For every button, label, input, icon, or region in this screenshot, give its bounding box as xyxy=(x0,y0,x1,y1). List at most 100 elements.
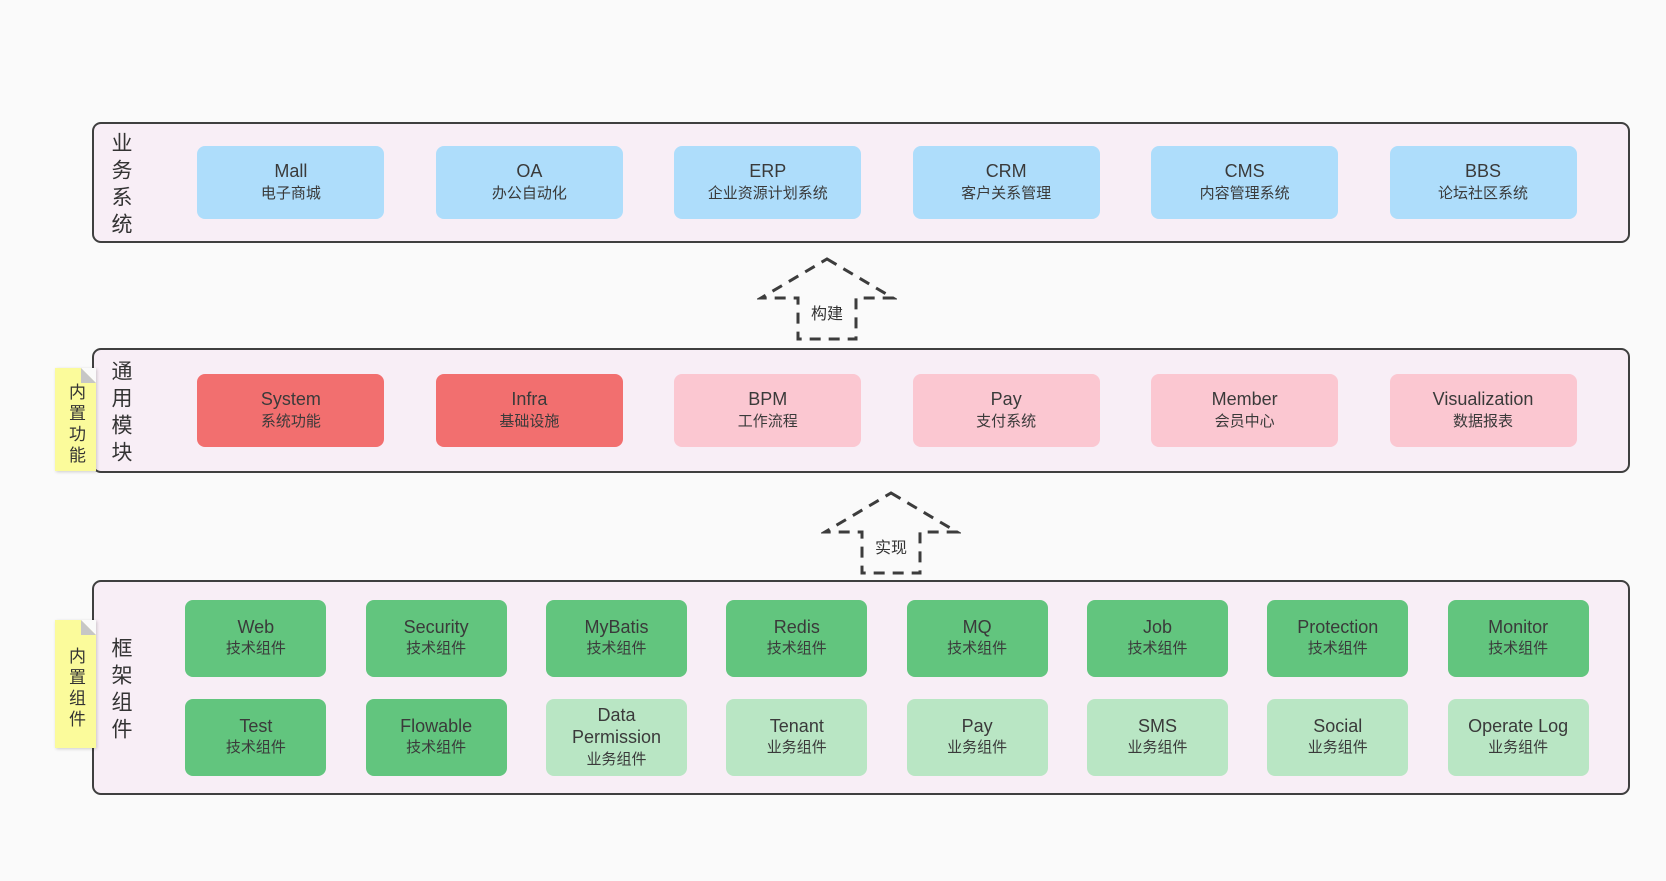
box-security: Security 技术组件 xyxy=(365,599,507,677)
box-title: Mall xyxy=(274,161,308,182)
box-title: MQ xyxy=(962,616,992,637)
box-oa: OA 办公自动化 xyxy=(435,146,623,219)
box-monitor: Monitor 技术组件 xyxy=(1447,599,1589,677)
box-subtitle: 技术组件 xyxy=(586,640,647,658)
band-row: Mall 电子商城 OA 办公自动化 ERP 企业资源计划系统 CRM 客户关系… xyxy=(146,146,1628,219)
box-subtitle: 系统功能 xyxy=(260,412,321,430)
box-subtitle: 支付系统 xyxy=(976,412,1037,430)
box-subtitle: 业务组件 xyxy=(1127,739,1188,757)
box-mybatis: MyBatis 技术组件 xyxy=(545,599,687,677)
box-subtitle: 技术组件 xyxy=(947,640,1008,658)
box-mq: MQ 技术组件 xyxy=(906,599,1048,677)
box-subtitle: 工作流程 xyxy=(737,412,798,430)
band-framework-components: 框架组件 Web 技术组件 Security 技术组件 MyBatis 技术组件… xyxy=(92,580,1630,795)
box-subtitle: 技术组件 xyxy=(225,739,286,757)
box-title: Data Permission xyxy=(571,704,661,748)
dashed-up-arrow-icon xyxy=(757,257,897,341)
box-title: CMS xyxy=(1224,161,1265,182)
sticky-label: 内置功能 xyxy=(66,382,85,467)
box-title: Pay xyxy=(990,389,1022,410)
box-title: Pay xyxy=(961,715,993,736)
sticky-label: 内置组件 xyxy=(66,647,85,731)
box-mall: Mall 电子商城 xyxy=(197,146,385,219)
box-flowable: Flowable 技术组件 xyxy=(365,698,507,776)
box-title: Redis xyxy=(773,616,820,637)
box-subtitle: 论坛社区系统 xyxy=(1438,184,1529,202)
box-title: Monitor xyxy=(1488,616,1549,637)
box-title: Protection xyxy=(1297,616,1379,637)
sticky-built-in-features: 内置功能 xyxy=(55,368,96,471)
box-title: System xyxy=(260,389,321,410)
box-operate-log: Operate Log 业务组件 xyxy=(1447,698,1589,776)
band-row: System 系统功能 Infra 基础设施 BPM 工作流程 Pay 支付系统… xyxy=(146,374,1628,447)
band-business-systems: 业务系统 Mall 电子商城 OA 办公自动化 ERP 企业资源计划系统 CRM… xyxy=(92,122,1630,243)
box-subtitle: 内容管理系统 xyxy=(1199,184,1290,202)
band-rows: Mall 电子商城 OA 办公自动化 ERP 企业资源计划系统 CRM 客户关系… xyxy=(146,124,1628,241)
box-title: BPM xyxy=(748,389,788,410)
box-title: SMS xyxy=(1137,715,1177,736)
box-bbs: BBS 论坛社区系统 xyxy=(1389,146,1577,219)
box-title: CRM xyxy=(985,161,1027,182)
box-social: Social 业务组件 xyxy=(1267,698,1409,776)
box-title: Job xyxy=(1142,616,1172,637)
band-label-business-systems: 业务系统 xyxy=(109,131,132,240)
box-title: Flowable xyxy=(400,715,473,736)
box-subtitle: 技术组件 xyxy=(1127,640,1188,658)
box-title: Test xyxy=(239,715,273,736)
arrow-implement: 实现 xyxy=(821,490,961,576)
box-title: OA xyxy=(516,161,543,182)
box-job: Job 技术组件 xyxy=(1086,599,1228,677)
sticky-built-in-components: 内置组件 xyxy=(55,620,96,748)
box-title: Operate Log xyxy=(1468,715,1569,736)
box-tenant: Tenant 业务组件 xyxy=(726,698,868,776)
box-member: Member 会员中心 xyxy=(1151,374,1339,447)
box-pay-component: Pay 业务组件 xyxy=(906,698,1048,776)
arrow-build-label: 构建 xyxy=(807,300,847,324)
arrow-implement-label: 实现 xyxy=(871,534,911,558)
box-subtitle: 业务组件 xyxy=(586,750,647,768)
box-data-permission: Data Permission 业务组件 xyxy=(545,698,687,776)
box-subtitle: 技术组件 xyxy=(1488,640,1549,658)
box-subtitle: 技术组件 xyxy=(406,640,467,658)
band-label-framework-components: 框架组件 xyxy=(109,636,132,745)
box-title: Infra xyxy=(511,389,548,410)
box-title: Social xyxy=(1313,715,1363,736)
box-redis: Redis 技术组件 xyxy=(726,599,868,677)
box-web: Web 技术组件 xyxy=(185,599,327,677)
box-subtitle: 业务组件 xyxy=(766,739,827,757)
box-title: Web xyxy=(237,616,275,637)
box-cms: CMS 内容管理系统 xyxy=(1151,146,1339,219)
box-title: BBS xyxy=(1465,161,1502,182)
box-infra: Infra 基础设施 xyxy=(435,374,623,447)
box-erp: ERP 企业资源计划系统 xyxy=(674,146,862,219)
box-subtitle: 业务组件 xyxy=(1488,739,1549,757)
band-rows: System 系统功能 Infra 基础设施 BPM 工作流程 Pay 支付系统… xyxy=(146,350,1628,471)
box-title: MyBatis xyxy=(584,616,649,637)
box-subtitle: 电子商城 xyxy=(260,184,321,202)
box-title: Member xyxy=(1211,389,1278,410)
box-subtitle: 业务组件 xyxy=(1307,739,1368,757)
dashed-up-arrow-icon xyxy=(821,491,961,575)
box-pay-module: Pay 支付系统 xyxy=(912,374,1100,447)
box-subtitle: 技术组件 xyxy=(1307,640,1368,658)
box-visualization: Visualization 数据报表 xyxy=(1389,374,1577,447)
box-subtitle: 会员中心 xyxy=(1214,412,1275,430)
box-subtitle: 技术组件 xyxy=(766,640,827,658)
box-subtitle: 技术组件 xyxy=(406,739,467,757)
box-title: Security xyxy=(403,616,469,637)
box-protection: Protection 技术组件 xyxy=(1267,599,1409,677)
box-test: Test 技术组件 xyxy=(185,698,327,776)
box-subtitle: 数据报表 xyxy=(1453,412,1514,430)
box-sms: SMS 业务组件 xyxy=(1086,698,1228,776)
box-subtitle: 办公自动化 xyxy=(491,184,567,202)
band-rows: Web 技术组件 Security 技术组件 MyBatis 技术组件 Redi… xyxy=(146,582,1628,793)
band-row-business: Test 技术组件 Flowable 技术组件 Data Permission … xyxy=(146,698,1628,776)
box-title: Tenant xyxy=(769,715,824,736)
band-common-modules: 通用模块 System 系统功能 Infra 基础设施 BPM 工作流程 Pay… xyxy=(92,348,1630,473)
box-crm: CRM 客户关系管理 xyxy=(912,146,1100,219)
box-subtitle: 技术组件 xyxy=(225,640,286,658)
box-subtitle: 基础设施 xyxy=(499,412,560,430)
box-subtitle: 企业资源计划系统 xyxy=(707,184,828,202)
box-system: System 系统功能 xyxy=(197,374,385,447)
